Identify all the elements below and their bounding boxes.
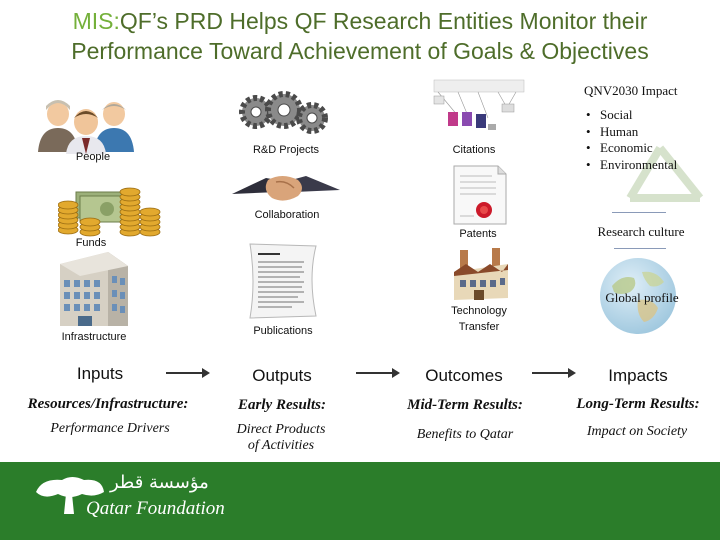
rd-projects-label: R&D Projects [246,144,326,156]
handshake-icon [232,160,340,208]
people-label: People [58,151,128,163]
building-icon [50,246,132,328]
desc-impacts: Impact on Society [562,424,712,440]
collaboration-label: Collaboration [244,209,330,221]
research-culture-top-rule [612,212,666,213]
logo-english-text: Qatar Foundation [86,498,225,520]
impact-item-human: Human [586,124,677,141]
technology-transfer-line-1: Technology [436,303,522,319]
footer-bar: مؤسسة قطر Qatar Foundation [0,462,720,540]
document-icon [246,242,320,320]
technology-transfer-label: Technology Transfer [436,303,522,335]
citations-label: Citations [432,144,516,156]
column-header-outputs: Outputs [232,366,332,386]
result-inputs: Resources/Infrastructure: [2,396,214,413]
impact-item-social: Social [586,107,677,124]
title-line-1-text: QF’s PRD Helps QF Research Entities Moni… [120,8,647,34]
qnv-impact-list: Social Human Economic Environmental [586,107,677,173]
result-impacts: Long-Term Results: [560,396,716,413]
funds-icon [58,170,162,240]
desc-inputs: Performance Drivers [20,421,200,437]
logo-arabic-text: مؤسسة قطر [110,472,209,493]
column-header-outcomes: Outcomes [414,366,514,386]
impact-item-economic: Economic [586,140,677,157]
research-culture-label: Research culture [584,224,698,240]
patents-label: Patents [438,228,518,240]
technology-transfer-line-2: Transfer [436,319,522,335]
research-culture-bottom-rule [614,248,666,249]
patent-certificate-icon [452,164,508,226]
gears-icon [238,88,330,142]
result-outputs: Early Results: [214,397,350,414]
global-profile-label: Global profile [590,290,694,306]
column-header-inputs: Inputs [50,364,150,384]
title-line-2: Performance Toward Achievement of Goals … [0,36,720,66]
desc-outcomes: Benefits to Qatar [390,427,540,443]
qnv-impact-title: QNV2030 Impact [584,83,678,99]
factory-icon [452,246,510,302]
people-icon [36,92,136,154]
citation-network-icon [428,76,530,138]
slide-title: MIS:QF’s PRD Helps QF Research Entities … [0,6,720,66]
infrastructure-label: Infrastructure [52,331,136,343]
title-prefix: MIS: [73,8,120,34]
desc-outputs-line-1: Direct Products [206,422,356,438]
arrow-right-icon [354,366,402,380]
result-outcomes: Mid-Term Results: [384,397,546,414]
title-line-1: MIS:QF’s PRD Helps QF Research Entities … [0,6,720,36]
impact-item-environmental: Environmental [586,157,677,174]
publications-label: Publications [240,325,326,337]
column-header-impacts: Impacts [588,366,688,386]
arrow-right-icon [530,366,578,380]
desc-outputs: Direct Products of Activities [206,422,356,454]
arrow-right-icon [164,366,212,380]
desc-outputs-line-2: of Activities [206,438,356,454]
